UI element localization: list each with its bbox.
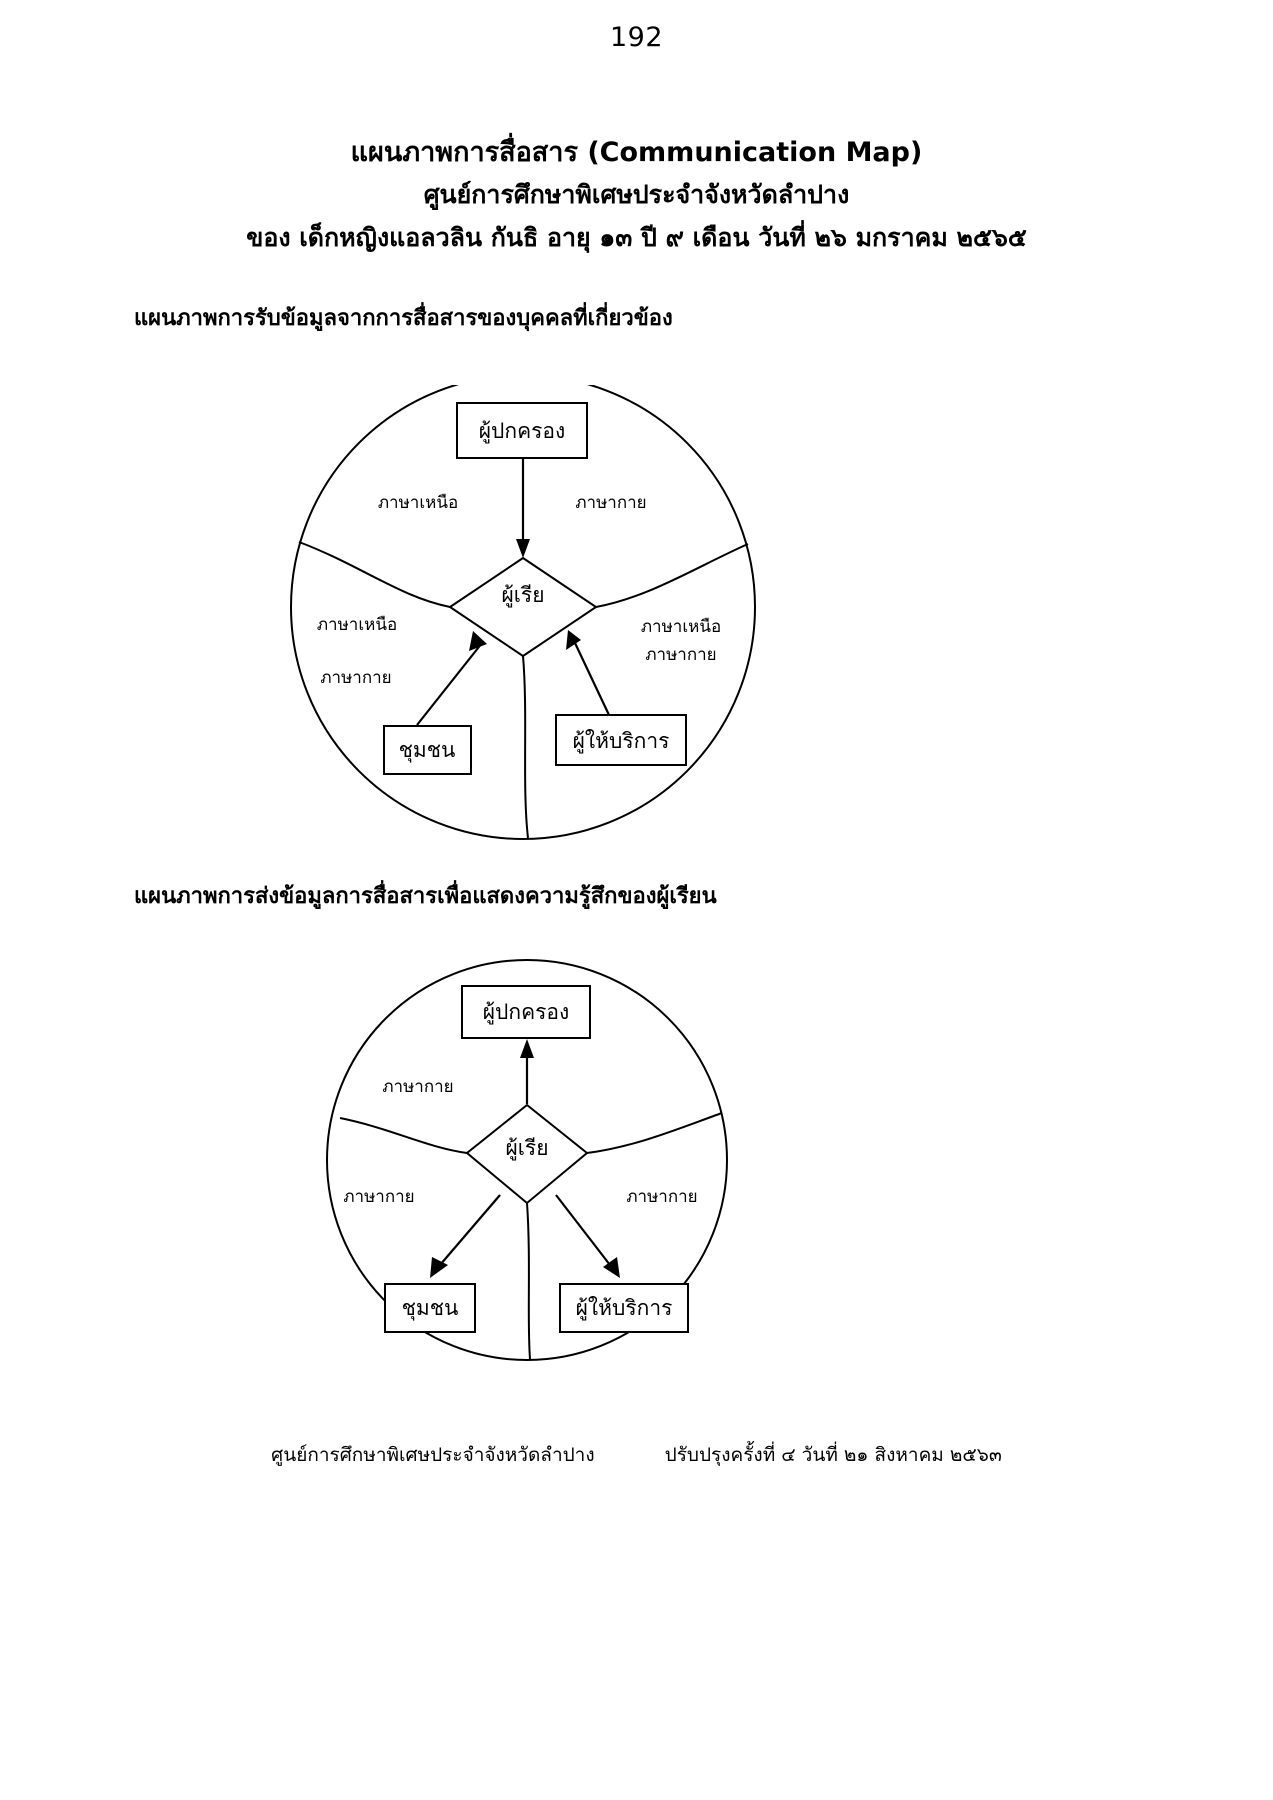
channel-label-right-lower: ภาษากาย bbox=[645, 645, 716, 665]
footer-revision: ปรับปรุงครั้งที่ ๔ วันที่ ๒๑ สิงหาคม ๒๕๖… bbox=[664, 1444, 1002, 1466]
center-diamond bbox=[465, 1103, 589, 1205]
node-box-community bbox=[383, 725, 472, 775]
diagram-circle bbox=[290, 385, 756, 840]
diagram-circle bbox=[326, 959, 728, 1361]
page-number: 192 bbox=[609, 22, 664, 53]
communication-map-inbound: ผู้เรีย ผู้ปกครอง ชุมชน ผู้ให้บริการ ภาษ… bbox=[0, 385, 1273, 855]
center-label: ผู้เรีย bbox=[505, 1136, 548, 1161]
communication-map-outbound: ผู้เรีย ผู้ปกครอง ชุมชน ผู้ให้บริการ ภาษ… bbox=[0, 940, 1273, 1410]
channel-label-left-upper: ภาษาเหนือ bbox=[317, 615, 397, 635]
arrowhead-community bbox=[430, 1257, 448, 1278]
node-box-guardian bbox=[456, 402, 588, 459]
arrowhead-service bbox=[603, 1257, 620, 1278]
node-label-service-provider: ผู้ให้บริการ bbox=[573, 729, 670, 754]
page-footer: ศูนย์การศึกษาพิเศษประจำจังหวัดลำปาง ปรับ… bbox=[0, 1440, 1273, 1470]
section-heading-receive: แผนภาพการรับข้อมูลจากการสื่อสารของบุคคลท… bbox=[134, 306, 673, 331]
node-label-community: ชุมชน bbox=[402, 1296, 459, 1321]
channel-label-right-upper: ภาษาเหนือ bbox=[641, 617, 721, 637]
node-box-guardian bbox=[461, 985, 591, 1039]
arrowhead-guardian bbox=[516, 539, 530, 558]
arrowhead-community bbox=[469, 631, 487, 651]
channel-label-left-lower: ภาษากาย bbox=[320, 668, 391, 688]
footer-organization: ศูนย์การศึกษาพิเศษประจำจังหวัดลำปาง bbox=[271, 1444, 595, 1466]
sector-divider-right bbox=[586, 1112, 723, 1154]
node-box-service-provider bbox=[559, 1283, 689, 1333]
sector-divider-left bbox=[298, 541, 451, 608]
title-primary: แผนภาพการสื่อสาร (Communication Map) bbox=[350, 137, 923, 168]
center-diamond bbox=[448, 556, 598, 658]
node-label-guardian: ผู้ปกครอง bbox=[483, 1000, 570, 1025]
arrow-community-to-learner bbox=[416, 642, 483, 726]
node-box-service-provider bbox=[555, 714, 687, 766]
channel-label-right: ภาษากาย bbox=[626, 1187, 697, 1207]
title-student-info: ของ เด็กหญิงแอลวลิน กันธิ อายุ ๑๓ ปี ๙ เ… bbox=[246, 223, 1027, 252]
arrow-learner-to-service bbox=[555, 1194, 611, 1266]
sector-divider-right bbox=[595, 543, 749, 608]
center-label: ผู้เรีย bbox=[501, 583, 544, 608]
title-organization: ศูนย์การศึกษาพิเศษประจำจังหวัดลำปาง bbox=[423, 180, 850, 209]
sector-divider-bottom bbox=[522, 655, 529, 839]
node-box-community bbox=[384, 1283, 476, 1333]
arrowhead-guardian bbox=[520, 1039, 534, 1058]
arrow-learner-to-community bbox=[439, 1194, 501, 1266]
node-label-community: ชุมชน bbox=[399, 738, 456, 763]
node-label-service-provider: ผู้ให้บริการ bbox=[576, 1296, 673, 1321]
channel-label-top-right: ภาษากาย bbox=[575, 493, 646, 513]
channel-label-left: ภาษากาย bbox=[343, 1187, 414, 1207]
node-label-guardian: ผู้ปกครอง bbox=[479, 419, 566, 444]
channel-label-top-left: ภาษาเหนือ bbox=[378, 493, 458, 513]
section-heading-send: แผนภาพการส่งข้อมูลการสื่อสารเพื่อแสดงควา… bbox=[134, 884, 717, 909]
sector-divider-bottom bbox=[526, 1202, 531, 1360]
sector-divider-left bbox=[339, 1117, 468, 1154]
document-title-block: แผนภาพการสื่อสาร (Communication Map) ศูน… bbox=[0, 132, 1273, 260]
channel-label-top: ภาษากาย bbox=[382, 1077, 453, 1097]
arrowhead-service bbox=[566, 630, 581, 650]
arrow-service-to-learner bbox=[574, 642, 610, 716]
